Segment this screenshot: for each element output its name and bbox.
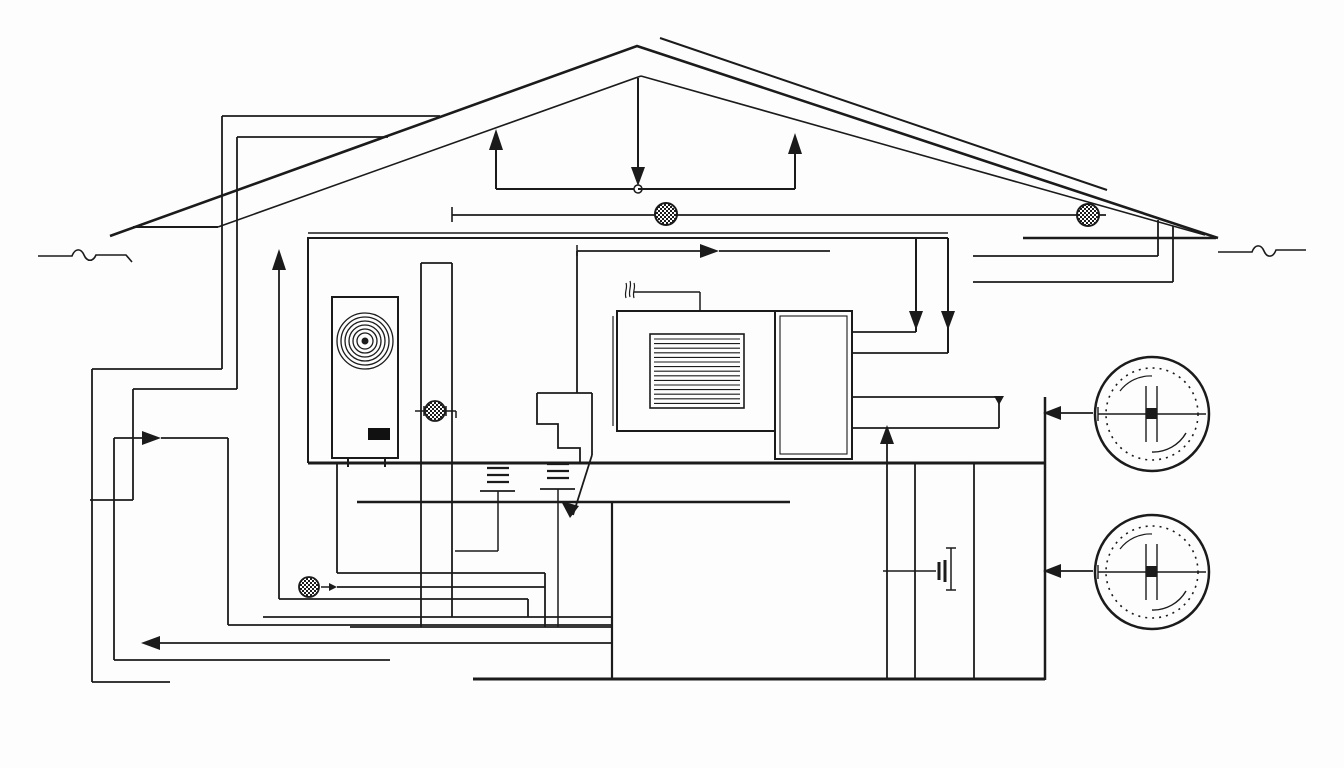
flue-step [536, 393, 581, 463]
blower-dial-1-arc-a [1151, 432, 1187, 453]
ridge-drop-arrowhead [631, 167, 645, 186]
basement-fan-arrowhead [329, 583, 337, 591]
furnace-cabinet [331, 296, 399, 459]
roof-inner-left [217, 75, 642, 228]
air-handler-plenum-inner [779, 315, 848, 455]
ceiling-flow-arrowhead [700, 244, 719, 258]
supply-drop-2-arrowhead [941, 311, 955, 330]
blower-dial-2-arc-b [1119, 533, 1153, 550]
furnace-blower-coil-ring-4 [352, 328, 378, 354]
furnace-blower-hub [361, 337, 369, 345]
furnace-blower-coil-ring-1 [340, 316, 390, 366]
duct-fan-icon-basement [298, 576, 320, 598]
air-handler-louver-frame [649, 333, 745, 409]
duct-fan-icon-attic-right [1076, 203, 1100, 227]
roof-outline [109, 44, 1219, 240]
supply-drop-1-arrowhead [909, 311, 923, 330]
furnace-blower-coil-ring-3 [348, 324, 382, 358]
register-feed-arrowhead [142, 431, 161, 445]
furnace-control-panel [368, 428, 390, 440]
blower-dial-1-hub [1146, 408, 1157, 419]
left-break-symbol [38, 249, 133, 263]
roof-inner-right [640, 75, 1206, 236]
right-break-symbol [1218, 245, 1306, 257]
blower-dial-2-outer [1093, 513, 1211, 631]
exhaust-steam-icon [624, 280, 636, 299]
basement-return-arrowhead [880, 425, 894, 444]
blower-dial-2-hub [1146, 566, 1157, 577]
blower-dial-2-arc-a [1151, 590, 1187, 611]
furnace-blower-coil-ring-5 [356, 332, 374, 350]
blower-2-arrowhead [1043, 564, 1061, 578]
blower-dial-1-arc-b [1119, 375, 1153, 392]
blower-1-arrowhead [1043, 406, 1061, 420]
damper-flag [561, 501, 579, 518]
return-out-arrowhead [141, 636, 160, 650]
furnace-blower-coil-ring-0 [336, 312, 394, 370]
hall-return-arrowhead [272, 249, 286, 270]
furnace-blower-coil-ring-2 [344, 320, 386, 362]
damper-blade [572, 454, 593, 516]
roof-ridge-accent [659, 37, 1108, 191]
blower-dial-1-outer [1093, 355, 1211, 473]
duct-fan-icon-furnace [424, 400, 446, 422]
attic-supply-left-arrowhead [489, 129, 503, 150]
duct-fan-icon-attic-left [654, 202, 678, 226]
attic-supply-right-arrowhead [788, 133, 802, 154]
air-handler-plenum [774, 310, 853, 460]
